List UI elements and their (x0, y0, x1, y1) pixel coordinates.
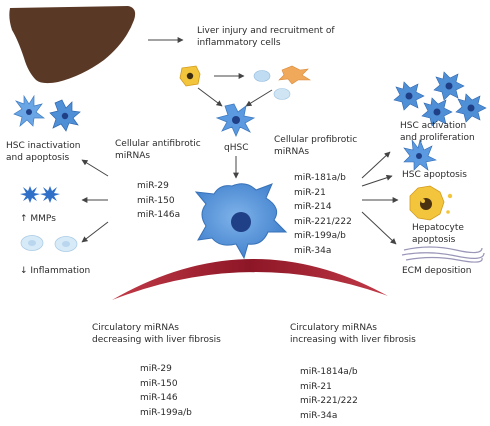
profibrotic-mirna-list: miR-181a/b miR-21 miR-214 miR-221/222 mi… (294, 171, 352, 258)
resting-immune-cells-icon (20, 235, 78, 252)
liver-injury-caption: Liver injury and recruitment of inflamma… (197, 26, 335, 48)
mmps-label: ↑ MMPs (20, 214, 56, 224)
antifibrotic-mirna-item: miR-150 (137, 195, 175, 206)
profibrotic-mirna-item: miR-221/222 (294, 216, 352, 227)
arrow-to-ecm (361, 211, 397, 245)
profibrotic-mirna-item: miR-199a/b (294, 231, 346, 241)
inflammatory-cells-group (179, 65, 312, 100)
immune-cell-icon-2 (273, 88, 291, 100)
qhsc-label: qHSC (224, 143, 249, 153)
circulatory-decreasing-item: miR-199a/b (140, 407, 192, 418)
activated-hsc-icon (194, 183, 288, 260)
circulatory-increasing-list: miR-1814a/b miR-21 miR-221/222 miR-34a (300, 365, 358, 423)
proliferating-hsc-icons (393, 71, 487, 127)
circulation-arc (112, 258, 388, 300)
circulatory-decreasing-item: miR-146 (140, 393, 178, 403)
profibrotic-title: Cellular profibrotic miRNAs (274, 135, 358, 157)
hsc-activation-label: HSC activation and proliferation (400, 121, 475, 143)
arrow-hepatocyte-to-qhsc (197, 87, 223, 107)
arrow-to-inflammation (81, 221, 109, 243)
mmp-enzyme-icons (20, 186, 60, 203)
circulatory-decreasing-item: miR-29 (140, 364, 172, 374)
arrow-to-hsc-apoptosis (361, 174, 393, 187)
hepatocyte-apoptosis-label: Hepatocyte apoptosis (412, 223, 464, 245)
profibrotic-mirna-item: miR-21 (294, 187, 326, 198)
circulatory-increasing-title: Circulatory miRNAs increasing with liver… (290, 323, 416, 345)
antifibrotic-mirna-item: miR-146a (137, 210, 181, 220)
quiescent-hsc-icon (215, 103, 256, 137)
ecm-fibers-icon (401, 246, 485, 263)
profibrotic-mirna-item: miR-214 (294, 202, 332, 212)
circulatory-increasing-item: miR-21 (300, 381, 332, 392)
immune-cell-icon-1 (253, 70, 271, 82)
circulatory-decreasing-item: miR-150 (140, 378, 178, 389)
hsc-apoptosis-label: HSC apoptosis (402, 170, 467, 180)
profibrotic-mirna-item: miR-34a (294, 245, 332, 256)
arrow-to-hsc-inactivation (81, 159, 109, 177)
circulatory-decreasing-list: miR-29 miR-150 miR-146 miR-199a/b (140, 362, 192, 420)
antifibrotic-mirna-item: miR-29 (137, 181, 169, 191)
activated-immune-cell-icon (278, 65, 312, 85)
circulatory-increasing-item: miR-1814a/b (300, 367, 358, 377)
profibrotic-mirna-item: miR-181a/b (294, 173, 346, 183)
circulatory-increasing-item: miR-34a (300, 410, 338, 421)
circulatory-decreasing-title: Circulatory miRNAs decreasing with liver… (92, 323, 221, 345)
ecm-deposition-label: ECM deposition (402, 266, 472, 276)
inactivated-hsc-icon (13, 94, 81, 132)
yellow-cell-nucleus (186, 72, 194, 80)
arrow-to-hsc-activation (361, 151, 391, 179)
apoptotic-hsc-icon (403, 138, 437, 171)
apoptotic-hepatocyte-icon (409, 185, 453, 221)
liver-icon (9, 6, 136, 84)
circulatory-increasing-item: miR-221/222 (300, 396, 358, 406)
antifibrotic-mirna-list: miR-29 miR-150 miR-146a (137, 179, 180, 223)
hsc-inactivation-label: HSC inactivation and apoptosis (6, 141, 81, 163)
antifibrotic-title: Cellular antifibrotic miRNAs (115, 139, 201, 161)
inflammation-label: ↓ Inflammation (20, 266, 91, 276)
arrow-immune-to-qhsc (245, 89, 273, 107)
